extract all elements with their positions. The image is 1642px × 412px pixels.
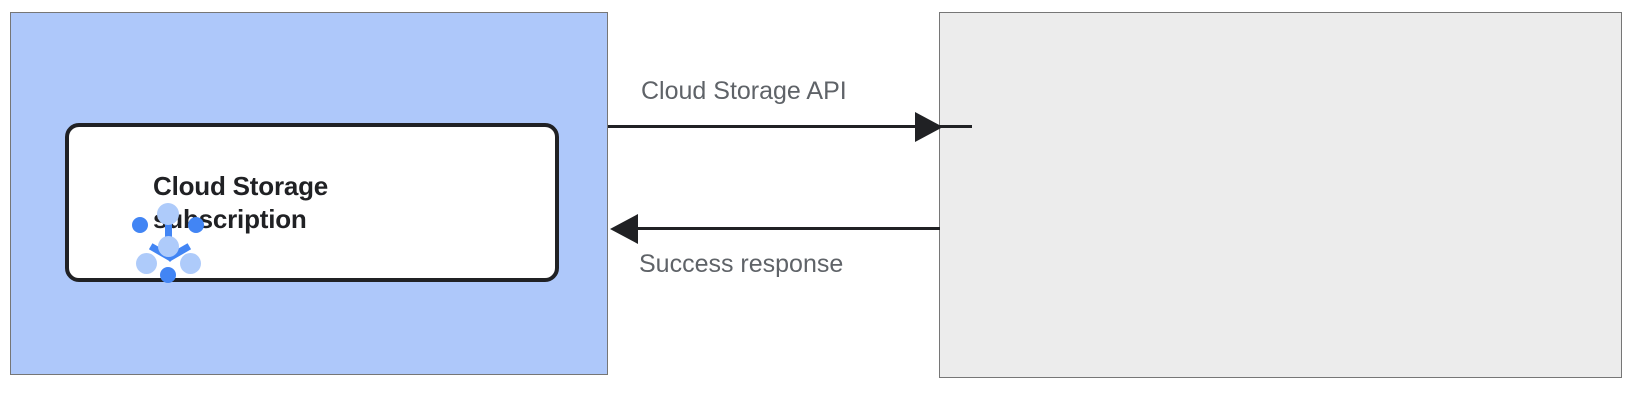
arrow-head-left-icon (610, 214, 638, 244)
node-label-subscription: Cloud Storage subscription (153, 171, 329, 234)
connector-label-response: Success response (639, 250, 844, 278)
arrow-head-right-icon (915, 112, 943, 142)
connector-label-request: Cloud Storage API (641, 77, 847, 105)
connector-line-request (608, 125, 972, 128)
connector-line-response (622, 227, 940, 230)
panel-cloud-storage-bucket: Cloud Storage bucket (939, 12, 1622, 378)
panel-cloud-storage-subscription: Cloud Storage subscription (10, 12, 608, 375)
node-cloud-storage-subscription[interactable]: Cloud Storage subscription (65, 123, 559, 283)
